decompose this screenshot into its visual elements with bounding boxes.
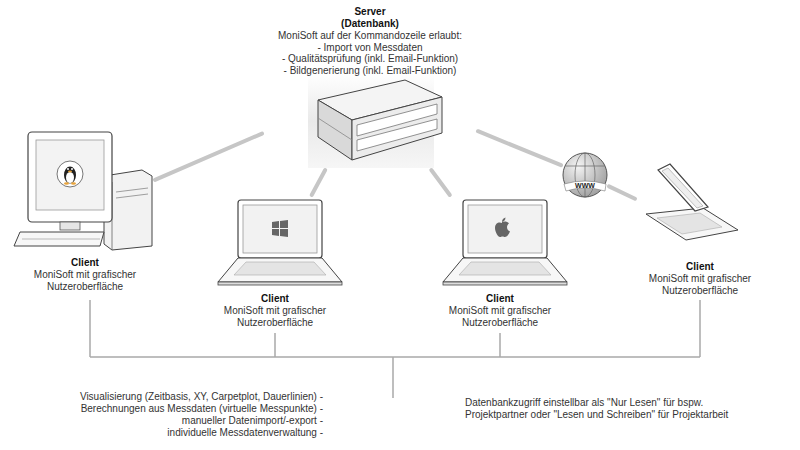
client-text: MoniSoft mit grafischer Nutzeroberfläche	[438, 305, 563, 329]
network-link	[431, 170, 450, 195]
network-link	[478, 131, 561, 165]
windows-logo	[272, 229, 279, 236]
feature-note: Visualisierung (Zeitbasis, XY, Carpetplo…	[80, 391, 323, 403]
apple-laptop	[443, 200, 567, 285]
windows-logo	[280, 220, 288, 228]
laptop-lid	[463, 200, 547, 258]
network-link	[155, 134, 262, 180]
server-feature: - Bildgenerierung (inkl. Email-Funktion)	[284, 65, 457, 77]
client-heading: Client	[71, 257, 99, 269]
grouping-bracket	[90, 300, 700, 398]
client-node: ClientMoniSoft mit grafischer Nutzerober…	[435, 195, 565, 331]
monitor-screen	[36, 140, 104, 210]
feature-note: manueller Datenimport/-export -	[182, 415, 323, 427]
bracket-line	[274, 333, 276, 357]
drive-bay	[357, 119, 437, 151]
globe-shape	[561, 151, 609, 199]
bracket-line	[392, 357, 394, 398]
laptop-lid	[658, 164, 708, 211]
server-heading: Server (Datenbank)	[330, 6, 410, 30]
access-note: Datenbankzugriff einstellbar als "Nur Le…	[465, 397, 750, 421]
client-heading: Client	[486, 293, 514, 305]
tux-eye	[71, 168, 73, 170]
laptop-base	[443, 258, 567, 282]
bracket-line	[699, 300, 701, 357]
server-edge	[318, 118, 352, 140]
client-text: MoniSoft mit grafischer Nutzeroberfläche	[638, 273, 763, 297]
laptop-base	[218, 258, 342, 282]
laptop-screen	[468, 205, 542, 253]
client-heading: Client	[686, 261, 714, 273]
tux-body	[64, 167, 76, 184]
bracket-line	[499, 333, 501, 357]
laptop-keyboard	[657, 213, 722, 234]
client-node: ClientMoniSoft mit grafischer Nutzerober…	[635, 160, 765, 299]
tux-beak	[68, 171, 72, 173]
internet-globe: WWW	[561, 151, 609, 199]
client-heading: Client	[261, 293, 289, 305]
windows-laptop	[218, 200, 342, 285]
server-feature: - Qualitätsprüfung (inkl. Email-Funktion…	[282, 53, 458, 65]
laptop-screen	[662, 168, 703, 208]
keyboard-row	[22, 239, 100, 240]
tux-belly	[66, 172, 74, 183]
tower-slot	[116, 194, 148, 198]
apple-leaf	[502, 218, 506, 223]
bracket-line	[89, 300, 91, 357]
tux-eye	[67, 168, 69, 170]
network-link	[312, 170, 326, 195]
tux-foot	[64, 182, 69, 184]
client-text: MoniSoft mit grafischer Nutzeroberfläche	[213, 305, 338, 329]
windows-logo	[280, 229, 288, 237]
network-link	[609, 186, 635, 198]
server-front	[352, 97, 442, 160]
apple-logo	[495, 222, 510, 238]
laptop-edge	[443, 282, 567, 285]
laptop-base	[646, 208, 738, 240]
laptop-keyboard	[459, 262, 551, 275]
tower-slot	[116, 188, 148, 192]
feature-note: Berechnungen aus Messdaten (virtuelle Me…	[81, 403, 323, 415]
feature-note: individuelle Messdatenverwaltung -	[167, 427, 323, 439]
laptop-lid	[238, 200, 322, 258]
monitor	[28, 132, 112, 222]
globe-text: WWW	[575, 182, 595, 190]
client-node: ClientMoniSoft mit grafischer Nutzerober…	[210, 195, 340, 331]
bracket-line	[90, 356, 700, 358]
laptop-edge	[218, 282, 342, 285]
remote-laptop	[646, 164, 738, 240]
linux-logo-ring	[57, 161, 83, 187]
server-feature: - Import von Messdaten	[317, 42, 422, 54]
client-node: ClientMoniSoft mit grafischer Nutzerober…	[15, 125, 155, 295]
keyboard	[14, 232, 104, 246]
server-node: Server (Datenbank)MoniSoft auf der Komma…	[262, 4, 478, 170]
server-text: MoniSoft auf der Kommandozeile erlaubt:	[278, 30, 462, 42]
laptop-keyboard	[234, 262, 326, 275]
windows-logo	[272, 221, 279, 228]
tux-foot	[71, 182, 76, 184]
linux-desktop	[14, 132, 152, 250]
monitor-stand	[60, 222, 80, 230]
server-rack	[308, 74, 442, 168]
server-side	[318, 100, 352, 160]
client-text: MoniSoft mit grafischer Nutzeroberfläche	[23, 269, 148, 293]
laptop-screen	[243, 205, 317, 253]
